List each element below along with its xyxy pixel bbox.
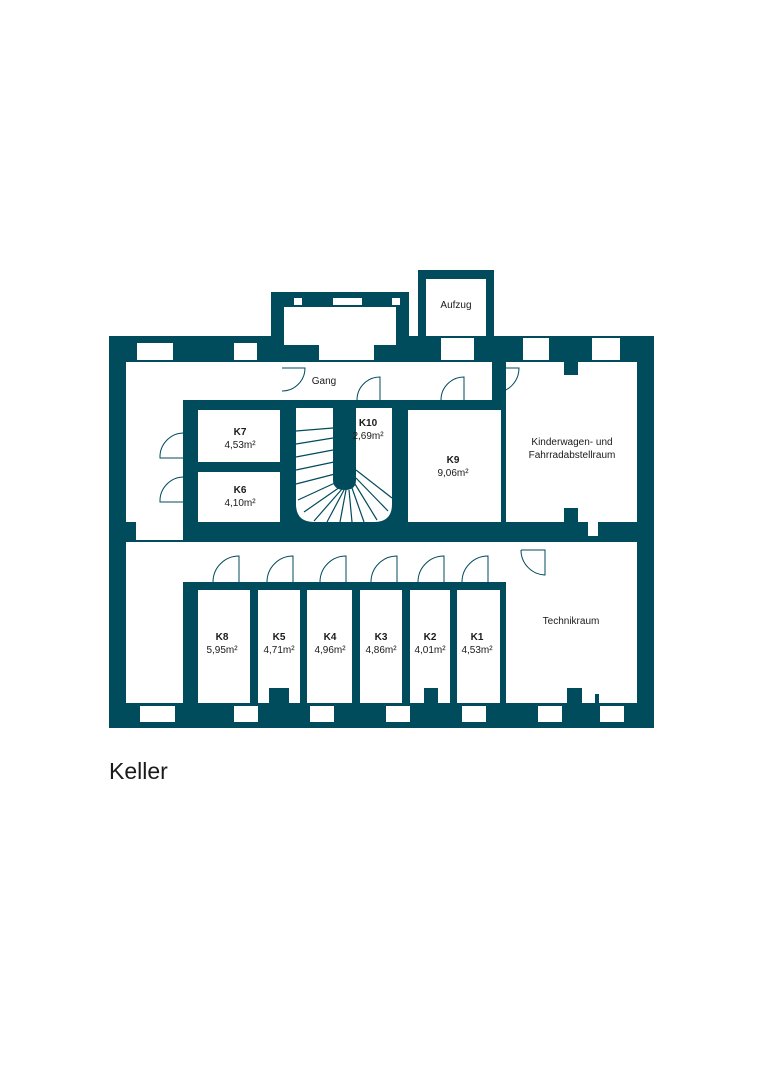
- label-k3-area: 4,86m²: [365, 645, 397, 656]
- label-k4-name: K4: [324, 632, 337, 643]
- label-k5-name: K5: [273, 632, 286, 643]
- label-k7-area: 4,53m²: [224, 440, 256, 451]
- label-aufzug: Aufzug: [440, 300, 471, 311]
- label-k1-name: K1: [471, 632, 484, 643]
- label-k6-area: 4,10m²: [224, 498, 256, 509]
- floor-title: Keller: [109, 758, 168, 784]
- label-k6-name: K6: [234, 485, 247, 496]
- label-k8-name: K8: [216, 632, 229, 643]
- label-k9-area: 9,06m²: [437, 468, 469, 479]
- room-labels: Aufzug Gang Kinderwagen- und Fahrradabst…: [206, 300, 615, 656]
- label-gang: Gang: [312, 376, 336, 387]
- label-k2-area: 4,01m²: [414, 645, 446, 656]
- label-k1-area: 4,53m²: [461, 645, 493, 656]
- label-k9-name: K9: [447, 455, 460, 466]
- label-k10-area: 2,69m²: [352, 431, 384, 442]
- label-k2-name: K2: [424, 632, 437, 643]
- label-k5-area: 4,71m²: [263, 645, 295, 656]
- label-k8-area: 5,95m²: [206, 645, 238, 656]
- label-k10-name: K10: [359, 418, 378, 429]
- label-kinderwagen-2: Fahrradabstellraum: [529, 450, 616, 461]
- doors: [159, 367, 546, 583]
- staircase: [295, 427, 393, 523]
- label-k7-name: K7: [234, 427, 247, 438]
- rooms: [126, 279, 637, 722]
- label-k3-name: K3: [375, 632, 388, 643]
- label-technikraum: Technikraum: [543, 616, 600, 627]
- label-k4-area: 4,96m²: [314, 645, 346, 656]
- label-kinderwagen-1: Kinderwagen- und: [531, 437, 612, 448]
